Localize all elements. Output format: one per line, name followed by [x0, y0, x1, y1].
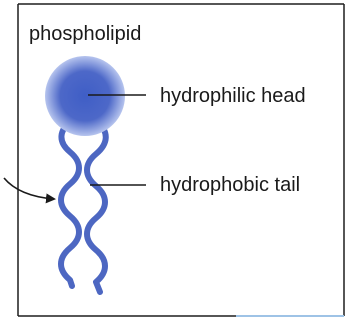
- tail-pointer-arrow: [4, 178, 54, 199]
- left-fatty-acid-tail: [61, 118, 79, 286]
- hydrophilic-head-label: hydrophilic head: [160, 84, 306, 108]
- hydrophilic-head-circle: [45, 56, 125, 136]
- hydrophobic-tail-label: hydrophobic tail: [160, 173, 300, 197]
- right-fatty-acid-tail: [87, 120, 106, 292]
- diagram-title: phospholipid: [29, 22, 141, 46]
